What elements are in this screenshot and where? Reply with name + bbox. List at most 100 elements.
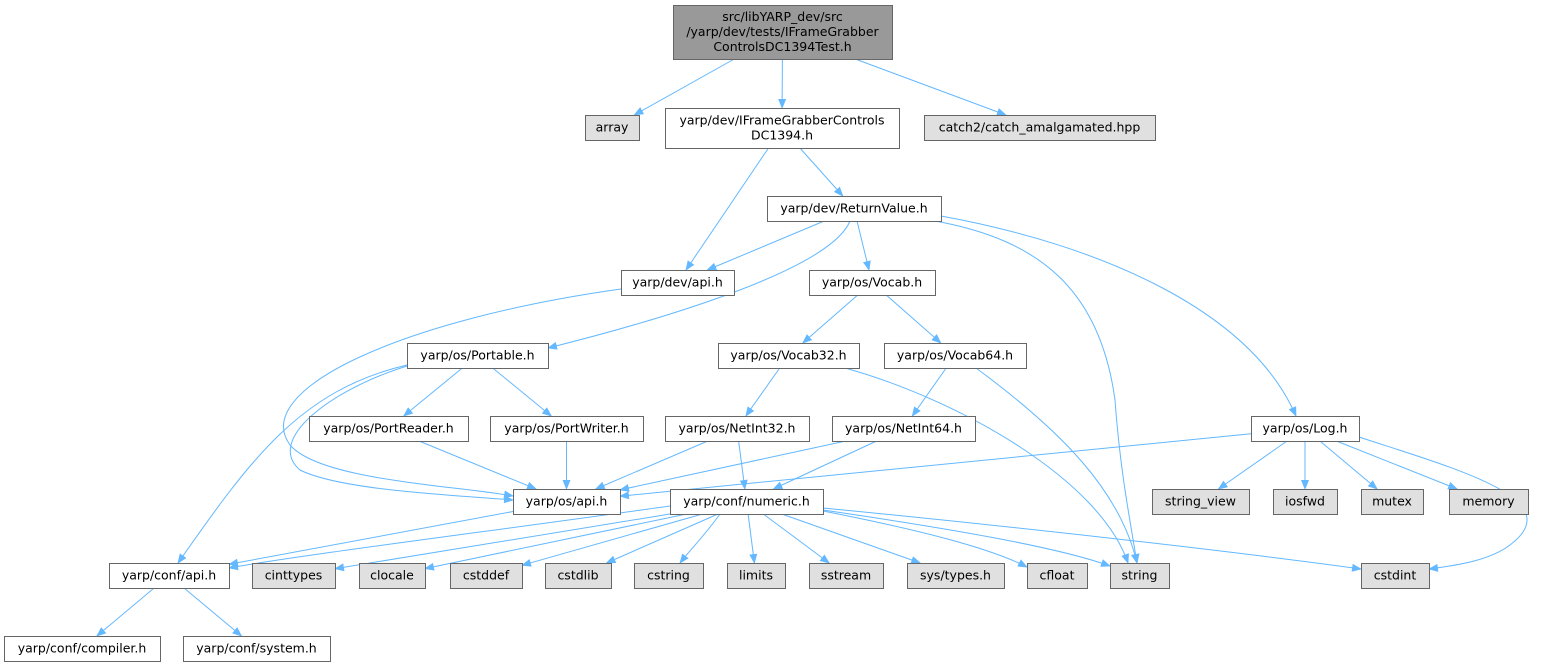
node-label-line: yarp/os/NetInt64.h	[845, 421, 962, 436]
node-label-line: yarp/os/Vocab.h	[822, 275, 922, 290]
node-system[interactable]: yarp/conf/system.h	[183, 636, 331, 662]
node-box	[513, 489, 621, 515]
node-cstring: cstring	[634, 563, 704, 589]
node-box	[634, 563, 704, 589]
edge-log-to-cstdint	[1358, 436, 1528, 572]
node-portreader[interactable]: yarp/os/PortReader.h	[309, 416, 469, 442]
edge-log-to-mutex	[1319, 440, 1378, 490]
edge-retval-to-devapi	[706, 220, 825, 271]
node-compiler[interactable]: yarp/conf/compiler.h	[4, 636, 161, 662]
edge-numeric-to-sstream	[763, 513, 831, 564]
node-netint32[interactable]: yarp/os/NetInt32.h	[665, 416, 810, 442]
node-root[interactable]: src/libYARP_dev/src/yarp/dev/tests/IFram…	[673, 5, 893, 60]
edge-numeric-to-cstring	[679, 513, 721, 564]
node-label-line: src/libYARP_dev/src	[722, 9, 843, 24]
node-box	[1027, 563, 1088, 589]
node-vocab64[interactable]: yarp/os/Vocab64.h	[884, 343, 1027, 369]
edge-confapi-to-compiler	[96, 587, 155, 637]
edge-line	[1358, 436, 1528, 572]
node-confapi[interactable]: yarp/conf/api.h	[109, 563, 230, 589]
node-label-line: cinttypes	[265, 568, 323, 583]
node-label-line: iosfwd	[1285, 494, 1325, 509]
edge-line	[679, 513, 721, 564]
node-label-line: yarp/dev/api.h	[632, 275, 723, 290]
node-label-line: mutex	[1372, 494, 1412, 509]
node-box	[585, 115, 640, 141]
edge-portreader-to-osapi	[418, 440, 537, 490]
edge-line	[183, 587, 243, 637]
edge-line	[822, 509, 1111, 567]
edge-line	[885, 294, 942, 344]
node-label-line: yarp/os/Vocab32.h	[730, 348, 846, 363]
edge-confapi-to-system	[183, 587, 243, 637]
node-vocab32[interactable]: yarp/os/Vocab32.h	[718, 343, 860, 369]
edge-line	[424, 513, 687, 571]
node-iosfwd: iosfwd	[1273, 489, 1338, 515]
edge-line	[772, 440, 877, 490]
node-portable[interactable]: yarp/os/Portable.h	[407, 343, 549, 369]
edge-line	[521, 513, 703, 567]
node-label-line: cstdlib	[557, 568, 598, 583]
edge-log-to-memory	[1336, 440, 1459, 490]
edge-line	[856, 220, 871, 271]
node-box	[545, 563, 612, 589]
node-memory: memory	[1449, 489, 1529, 515]
node-box	[621, 270, 735, 296]
node-label-line: yarp/os/Vocab64.h	[897, 348, 1013, 363]
edge-line	[822, 510, 1028, 568]
edge-portable-to-osapi	[289, 365, 514, 504]
node-box	[1273, 489, 1338, 515]
nodes-layer: src/libYARP_dev/src/yarp/dev/tests/IFram…	[4, 5, 1529, 662]
edge-line	[940, 215, 1297, 417]
node-label-line: string_view	[1165, 494, 1236, 509]
node-mutex: mutex	[1361, 489, 1424, 515]
edge-line	[934, 220, 1140, 564]
node-portwriter[interactable]: yarp/os/PortWriter.h	[490, 416, 644, 442]
node-label-line: /yarp/dev/tests/IFrameGrabber	[686, 24, 879, 39]
node-numeric[interactable]: yarp/conf/numeric.h	[670, 489, 824, 515]
edge-line	[975, 367, 1139, 564]
node-label-line: catch2/catch_amalgamated.hpp	[939, 120, 1141, 135]
edge-netint64-to-numeric	[772, 440, 877, 490]
node-sstream: sstream	[809, 563, 884, 589]
edge-line	[1336, 440, 1459, 490]
node-vocab[interactable]: yarp/os/Vocab.h	[809, 270, 936, 296]
node-box	[727, 563, 786, 589]
node-box	[490, 416, 644, 442]
node-box	[832, 416, 976, 442]
edge-line	[334, 513, 671, 572]
node-devapi[interactable]: yarp/dev/api.h	[621, 270, 735, 296]
node-string: string	[1110, 563, 1170, 589]
edge-line	[844, 367, 1129, 564]
edge-netint32-to-numeric	[738, 440, 748, 490]
node-label-line: string	[1122, 568, 1158, 583]
node-label-line: yarp/os/Log.h	[1263, 421, 1348, 436]
node-log[interactable]: yarp/os/Log.h	[1251, 416, 1360, 442]
edge-netint32-to-osapi	[594, 440, 708, 490]
edge-retval-to-vocab	[856, 220, 871, 271]
node-osapi[interactable]: yarp/os/api.h	[513, 489, 621, 515]
node-box	[309, 416, 469, 442]
edge-root-to-catch2	[855, 58, 1007, 116]
edge-retval-to-log	[940, 215, 1297, 417]
edge-line	[619, 440, 846, 492]
edge-line	[855, 58, 1007, 116]
edge-portable-to-portreader	[402, 367, 463, 417]
edge-osapi-to-confapi	[228, 511, 514, 567]
node-box	[359, 563, 426, 589]
node-box	[109, 563, 230, 589]
edge-line	[492, 367, 553, 417]
node-box	[1251, 416, 1360, 442]
node-label-line: yarp/conf/system.h	[196, 641, 316, 656]
edge-numeric-to-confapi	[228, 505, 671, 571]
node-retval[interactable]: yarp/dev/ReturnValue.h	[767, 196, 942, 222]
node-box	[809, 270, 936, 296]
edge-ifgc-to-retval	[799, 147, 844, 197]
node-cstdint: cstdint	[1361, 563, 1430, 589]
node-box	[809, 563, 884, 589]
node-netint64[interactable]: yarp/os/NetInt64.h	[832, 416, 976, 442]
edge-vocab-to-vocab32	[802, 294, 859, 344]
node-limits: limits	[727, 563, 786, 589]
node-box	[924, 115, 1156, 141]
